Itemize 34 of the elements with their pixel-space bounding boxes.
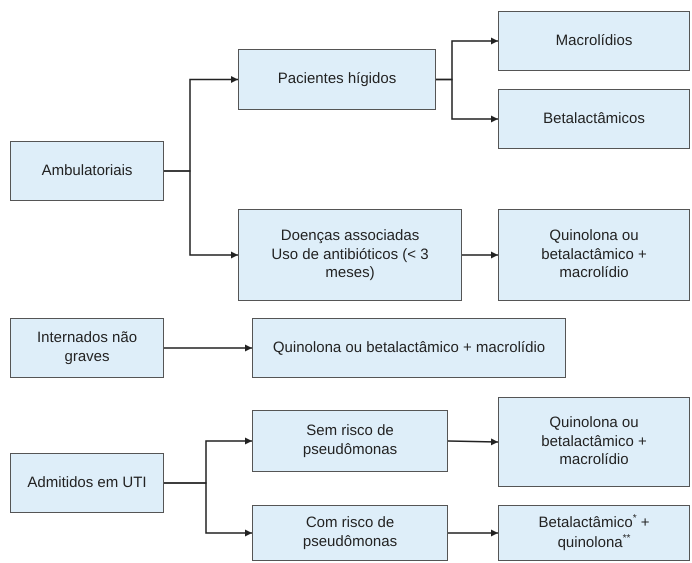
box-label: Quinolona ou betalactâmico + macrolídio bbox=[540, 414, 648, 470]
process-box bbox=[238, 49, 436, 110]
arrow bbox=[436, 78, 498, 122]
process-box bbox=[252, 505, 448, 561]
box-label: Macrolídios bbox=[556, 32, 632, 50]
box-label: Sem risco de pseudômonas bbox=[302, 422, 398, 460]
box-label: Quinolona ou betalactâmico + macrolídio bbox=[272, 338, 546, 358]
box-label: Quinolona ou betalactâmico + macrolídio bbox=[540, 226, 648, 284]
process-box bbox=[10, 318, 164, 378]
arrow bbox=[448, 530, 498, 536]
box-label: Com risco de pseudômonas bbox=[302, 514, 398, 552]
box-label: Betalactâmico$^{*}$ + quinolona$^{**}$ bbox=[537, 513, 651, 553]
arrow bbox=[164, 482, 252, 536]
process-box bbox=[10, 453, 164, 513]
arrow bbox=[164, 344, 252, 352]
box-label: Uso de antibióticos (< 3 meses) bbox=[270, 246, 430, 284]
arrow bbox=[164, 170, 238, 258]
box-label: Betalactâmicos bbox=[543, 110, 645, 128]
box-label: Pacientes hígidos bbox=[278, 70, 396, 89]
process-box bbox=[498, 11, 690, 71]
box-label: Doenças associadas bbox=[280, 226, 420, 246]
process-box bbox=[252, 410, 448, 472]
process-box bbox=[498, 209, 690, 301]
box-label: Ambulatoriais bbox=[42, 162, 132, 180]
process-box bbox=[252, 318, 566, 378]
process-box bbox=[498, 397, 690, 487]
arrow bbox=[448, 438, 498, 446]
box-label: Internados não graves bbox=[36, 329, 138, 367]
process-box bbox=[10, 141, 164, 201]
process-box bbox=[498, 505, 690, 561]
box-label: Admitidos em UTI bbox=[27, 474, 147, 492]
process-box bbox=[238, 209, 462, 301]
arrow bbox=[462, 252, 498, 258]
process-box bbox=[498, 89, 690, 149]
